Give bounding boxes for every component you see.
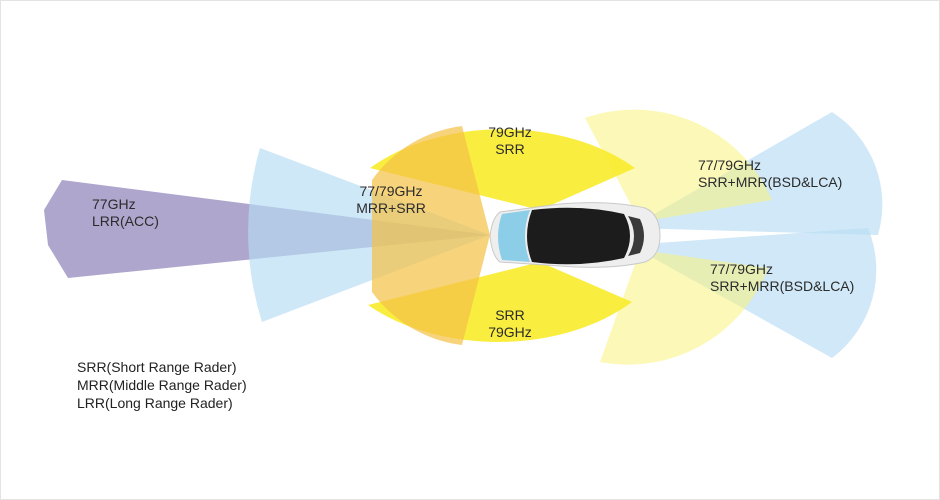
rear-bottom-zone-label: 77/79GHz SRR+MRR(BSD&LCA) bbox=[710, 261, 855, 294]
srr-front-corner-beam bbox=[372, 126, 490, 345]
car-windshield bbox=[498, 210, 530, 262]
rear-top-zone-label: 77/79GHz SRR+MRR(BSD&LCA) bbox=[698, 157, 843, 190]
legend-item-lrr: LRR(Long Range Rader) bbox=[77, 395, 233, 411]
car-glass-roof bbox=[527, 207, 630, 265]
legend-item-srr: SRR(Short Range Rader) bbox=[77, 359, 237, 375]
lrr-zone-label: 77GHz LRR(ACC) bbox=[92, 196, 159, 229]
car-top-view bbox=[489, 202, 661, 268]
radar-legend: SRR(Short Range Rader) MRR(Middle Range … bbox=[77, 358, 247, 412]
legend-item-mrr: MRR(Middle Range Rader) bbox=[77, 377, 247, 393]
srr-top-zone-label: 79GHz SRR bbox=[488, 124, 532, 157]
car-rear-window bbox=[628, 216, 644, 256]
mrr-front-beam bbox=[248, 148, 490, 322]
srr-bottom-zone-label: SRR 79GHz bbox=[488, 307, 532, 340]
mrr-zone-label: 77/79GHz MRR+SRR bbox=[356, 183, 426, 216]
rear-top-yellow-beam bbox=[585, 109, 772, 222]
rear-bottom-yellow-beam bbox=[600, 250, 768, 365]
